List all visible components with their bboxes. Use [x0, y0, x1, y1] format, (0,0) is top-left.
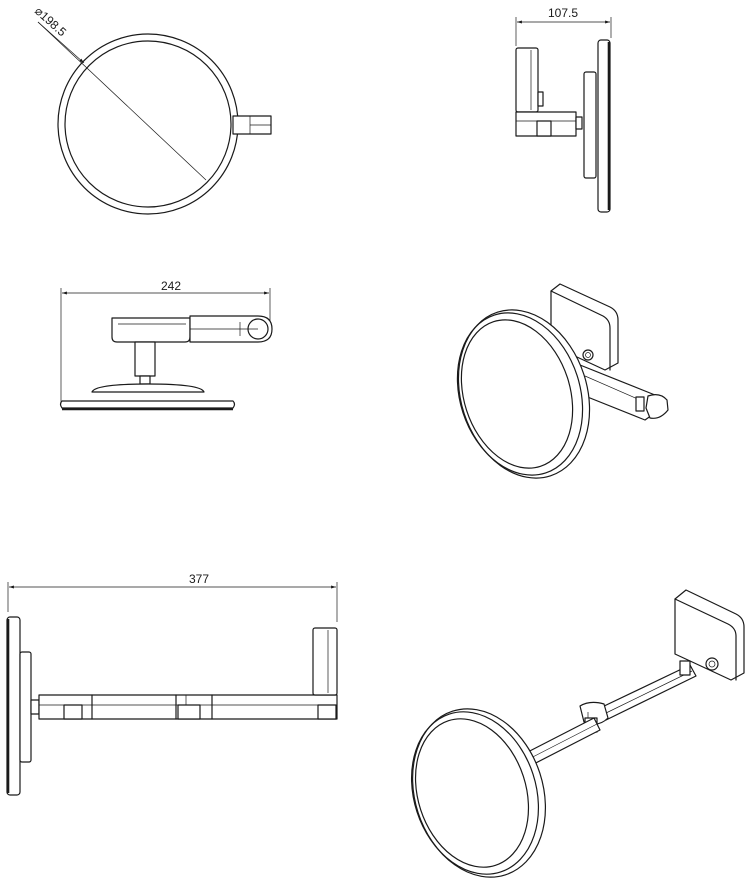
front-view: ⌀198.5 — [32, 4, 272, 215]
depth-dimension-value: 107.5 — [548, 6, 578, 20]
perspective-compact — [456, 283, 669, 479]
side-view: 107.5 — [515, 6, 612, 213]
length-dimension-value: 377 — [189, 572, 209, 586]
width-dimension-value: 242 — [161, 279, 181, 293]
top-view: 242 — [59, 279, 273, 411]
perspective-extended — [410, 589, 745, 878]
diameter-value: 198.5 — [37, 9, 69, 40]
side-extended-view: 377 — [6, 572, 338, 796]
